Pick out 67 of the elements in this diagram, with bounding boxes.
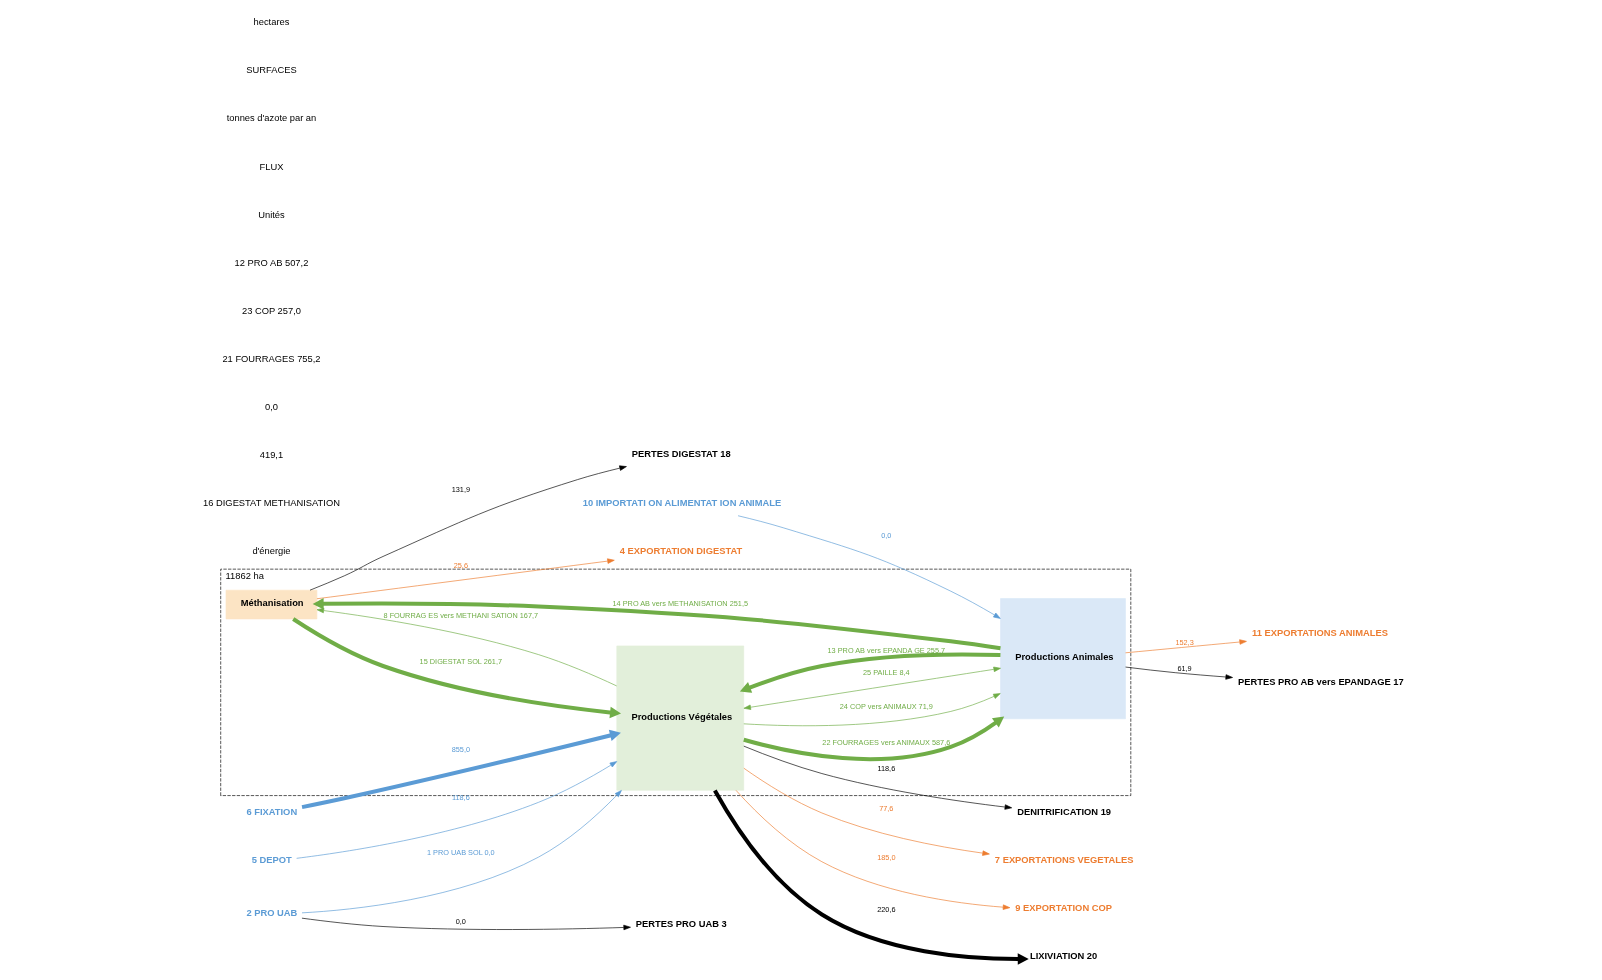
label: d'énergie <box>251 546 291 557</box>
edge-label: 15 DIGESTAT SOL 261,7 <box>419 656 502 666</box>
arrow <box>742 693 1001 727</box>
label: 12 PRO AB 507,2 <box>234 257 308 268</box>
arrow <box>743 666 1001 710</box>
edge-label: 13 PRO AB vers EPANDA GE 255,7 <box>827 646 945 656</box>
node-box: Productions Végétales <box>615 645 744 791</box>
node-text: 2 PRO UAB <box>245 907 297 918</box>
node-text: PERTES DIGESTAT 18 <box>631 449 731 460</box>
arrow <box>742 745 1012 810</box>
node-text: DENITRIFICATION 19 <box>1016 806 1111 817</box>
label: 16 DIGESTAT METHANISATION <box>202 498 340 509</box>
arrow <box>301 790 622 914</box>
node-text: PERTES PRO AB vers EPANDAGE 17 <box>1237 676 1404 687</box>
edge-label: 25 PAILLE 8,4 <box>862 667 910 677</box>
arrow <box>1124 666 1233 680</box>
edge-label: 0,0 <box>455 917 466 927</box>
edge-label: 14 PRO AB vers METHANISATION 251,5 <box>612 599 748 609</box>
edge-label: 185,0 <box>876 852 895 862</box>
edge-label: 152,3 <box>1174 637 1194 647</box>
arrow <box>742 716 1004 762</box>
edge-label: 131,9 <box>451 484 470 494</box>
label: hectares <box>253 17 289 28</box>
arrow <box>312 598 1001 651</box>
label: Unités <box>257 209 285 220</box>
label: 23 COP 257,0 <box>241 305 301 316</box>
node-text: 5 DEPOT <box>251 854 292 865</box>
arrow <box>739 652 1000 693</box>
edge-label: 118,6 <box>876 764 895 774</box>
arrow <box>1124 639 1247 654</box>
edge-label: 61,9 <box>1176 663 1192 673</box>
arrow <box>295 761 617 859</box>
label: tonnes d'azote par an <box>226 113 316 124</box>
edge-label: 0,0 <box>880 531 891 541</box>
edge-label: 25,6 <box>453 561 468 571</box>
arrow <box>735 790 1010 910</box>
edge-label: 77,6 <box>878 803 893 813</box>
node-text: PERTES PRO UAB 3 <box>635 918 727 929</box>
arrow <box>301 729 621 810</box>
arrow <box>712 789 1029 965</box>
edge-label: 1 PRO UAB SOL 0,0 <box>426 847 495 857</box>
label: 419,1 <box>259 450 283 461</box>
edge-label: 22 FOURRAGES vers ANIMAUX 587,6 <box>821 737 950 747</box>
label: 21 FOURRAGES 755,2 <box>221 353 321 364</box>
node-text: 7 EXPORTATIONS VEGETALES <box>994 854 1133 865</box>
node-text: 6 FIXATION <box>245 806 297 817</box>
label: 0,0 <box>264 401 278 412</box>
node-text: 4 EXPORTATION DIGESTAT <box>619 545 742 556</box>
node-text: LIXIVIATION 20 <box>1029 951 1097 962</box>
node-box: Productions Animales <box>999 598 1126 720</box>
node-box: Méthanisation <box>225 589 317 620</box>
label: FLUX <box>259 161 283 172</box>
arrow <box>309 465 627 591</box>
edge-label: 8 FOURRAG ES vers METHANI SATION 167,7 <box>383 611 538 621</box>
label: SURFACES <box>245 65 297 76</box>
arrow <box>291 617 621 719</box>
arrow <box>301 917 631 931</box>
arrow <box>743 767 990 856</box>
edge-label: 855,0 <box>451 745 470 755</box>
node-text: 11 EXPORTATIONS ANIMALES <box>1251 628 1388 639</box>
arrow <box>316 607 617 687</box>
node-text: 10 IMPORTATI ON ALIMENTAT ION ANIMALE <box>582 497 781 508</box>
edge-label: 24 COP vers ANIMAUX 71,9 <box>839 702 933 712</box>
node-text: 9 EXPORTATION COP <box>1014 902 1112 913</box>
arrow <box>737 515 1001 619</box>
arrow <box>316 558 615 600</box>
edge-label: 220,6 <box>876 905 895 915</box>
